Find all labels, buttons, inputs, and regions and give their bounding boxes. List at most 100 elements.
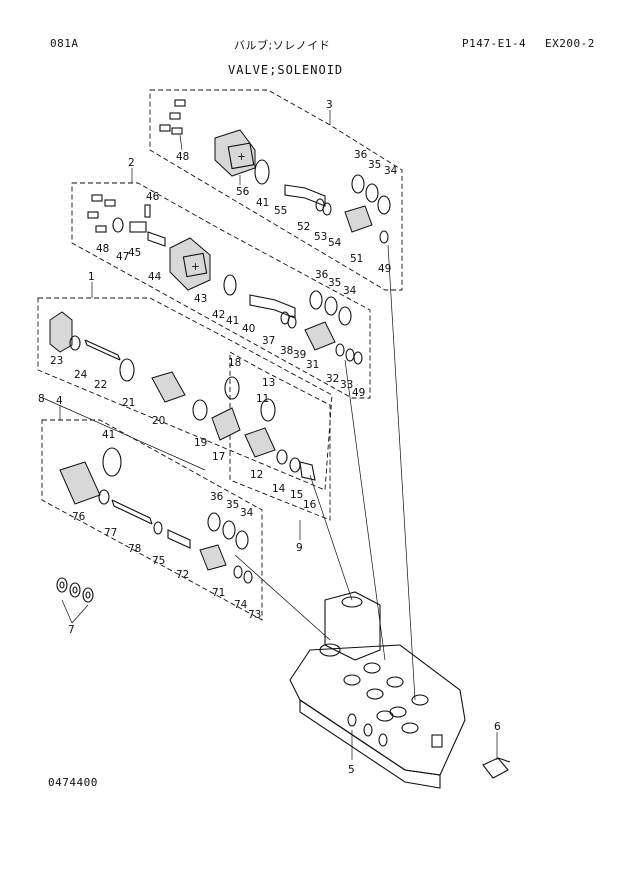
- svg-text:+: +: [237, 151, 246, 163]
- washers-7: [56, 577, 94, 624]
- oring-21: [119, 358, 135, 382]
- solenoid-56: +: [214, 129, 256, 185]
- callout-76: 76: [72, 511, 86, 523]
- callout-35-g3: 35: [368, 159, 381, 171]
- ring-74: [233, 565, 243, 579]
- sleeve-31: [304, 321, 336, 351]
- header-model: EX200-2: [545, 37, 595, 50]
- callout-42: 42: [212, 309, 225, 321]
- spring-78: [111, 499, 153, 525]
- spacer-45: [129, 221, 147, 233]
- callout-13: 13: [262, 377, 275, 389]
- callout-19: 19: [194, 437, 207, 449]
- ring-24: [69, 335, 81, 351]
- callout-74: 74: [234, 599, 248, 611]
- ring-32: [335, 343, 345, 357]
- callout-41-g4: 41: [102, 429, 115, 441]
- sleeve-12: [244, 427, 276, 458]
- group-1-parts: [49, 311, 241, 441]
- callout-35-g2: 35: [328, 277, 341, 289]
- oring-19: [192, 399, 208, 421]
- callout-56: 56: [236, 186, 250, 198]
- ring-75: [153, 521, 163, 535]
- oring-13: [260, 398, 276, 422]
- callout-7: 7: [68, 624, 75, 636]
- callout-15: 15: [290, 489, 303, 501]
- oring-35-g3: [365, 183, 379, 203]
- callout-20: 20: [152, 415, 165, 427]
- sleeve-51: [344, 205, 373, 233]
- callout-3: 3: [326, 99, 333, 111]
- fitting-6: [482, 757, 511, 779]
- spring-22: [84, 339, 121, 361]
- group-9-outline: [229, 351, 331, 521]
- header-page-ref: P147-E1-4: [462, 37, 527, 50]
- leader-lines: [59, 110, 498, 760]
- group-8-leader: [42, 397, 206, 471]
- pin-46: [144, 204, 151, 218]
- oring-34-g3: [377, 195, 391, 215]
- callout-1: 1: [88, 271, 95, 283]
- callout-45: 45: [128, 247, 141, 259]
- callout-5: 5: [348, 764, 355, 776]
- oring-36-g3: [351, 174, 365, 194]
- oring-18: [224, 376, 240, 400]
- callout-23: 23: [50, 355, 63, 367]
- callout-48-g2: 48: [96, 243, 109, 255]
- callout-53: 53: [314, 231, 327, 243]
- oring-36-g4: [207, 512, 221, 532]
- callout-24: 24: [74, 369, 88, 381]
- svg-text:+: +: [191, 261, 200, 273]
- callout-44: 44: [148, 271, 162, 283]
- callout-9: 9: [296, 542, 303, 554]
- callout-14: 14: [272, 483, 286, 495]
- callout-16: 16: [303, 499, 317, 511]
- callout-34-g4: 34: [240, 507, 254, 519]
- callout-31: 31: [306, 359, 319, 371]
- callout-51: 51: [350, 253, 363, 265]
- callout-40: 40: [242, 323, 255, 335]
- ring-77: [98, 489, 110, 505]
- callout-77: 77: [104, 527, 117, 539]
- group-3-parts: +: [159, 99, 391, 244]
- callout-39: 39: [293, 349, 306, 361]
- group-9-parts: [244, 398, 316, 481]
- callout-34-g2: 34: [343, 285, 357, 297]
- callout-35-g4: 35: [226, 499, 239, 511]
- plug-23: [49, 311, 73, 353]
- callout-49-g3: 49: [378, 263, 391, 275]
- oring-35-g4: [222, 520, 236, 540]
- oring-35-g2: [324, 296, 338, 316]
- group-outlines: [37, 89, 403, 621]
- callout-78: 78: [128, 543, 141, 555]
- bolts-48-mid: [87, 194, 116, 233]
- ring-47: [112, 217, 124, 233]
- callout-38: 38: [280, 345, 293, 357]
- header-title-jp: バルブ;ソレノイド: [234, 39, 331, 52]
- group-3-outline: [149, 89, 403, 291]
- header-code: 081A: [50, 37, 79, 50]
- callout-12: 12: [250, 469, 263, 481]
- callout-33: 33: [340, 379, 353, 391]
- drawing-number: 0474400: [48, 776, 98, 789]
- callout-32: 32: [326, 373, 339, 385]
- group-1-outline: [37, 297, 333, 491]
- ring-49-g3: [379, 230, 389, 244]
- solenoid-43: +: [169, 237, 211, 291]
- callout-36-g4: 36: [210, 491, 224, 503]
- spool-72: [167, 529, 191, 549]
- callout-46: 46: [146, 191, 160, 203]
- callout-54: 54: [328, 237, 342, 249]
- callout-36-g3: 36: [354, 149, 368, 161]
- spool-55: [284, 184, 326, 207]
- ring-14: [276, 449, 288, 465]
- oring-36-g2: [309, 290, 323, 310]
- callout-22: 22: [94, 379, 107, 391]
- callout-72: 72: [176, 569, 189, 581]
- ring-33: [345, 348, 355, 362]
- callout-36-g2: 36: [315, 269, 329, 281]
- solenoid-76: [59, 461, 101, 505]
- callout-18: 18: [228, 357, 241, 369]
- callout-labels: 3 2 1 8 4 7 9 5 6 48 56 41 55 52 53 54 3…: [38, 99, 501, 776]
